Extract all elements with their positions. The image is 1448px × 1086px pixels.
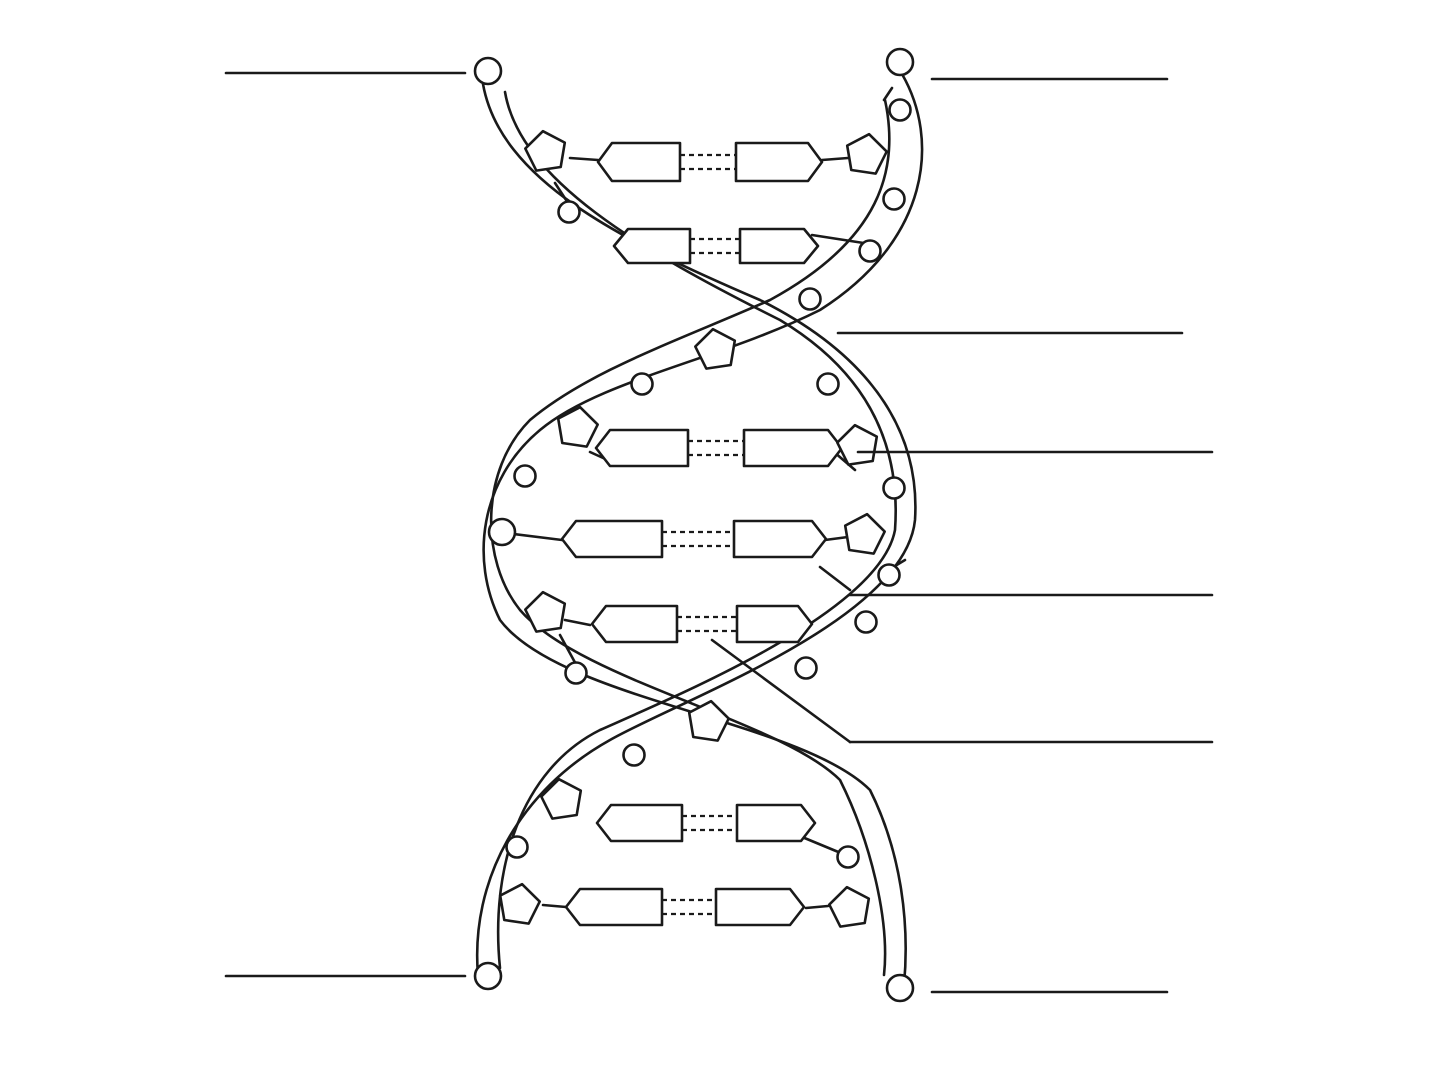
phosphate-circle-2	[882, 187, 906, 211]
sugar-pentagon-10	[498, 882, 542, 925]
phosphate-circle-8	[882, 476, 906, 500]
phosphate-circle-3	[858, 239, 882, 263]
phosphate-circle-6	[816, 372, 840, 396]
phosphate-circle-1	[888, 98, 912, 122]
sugar-pentagon-6	[843, 512, 887, 555]
sugar-pentagon-2	[845, 132, 889, 175]
phosphate-end-3	[473, 961, 503, 991]
phosphate-circle-4	[798, 287, 822, 311]
phosphate-circle-14	[836, 845, 860, 869]
sugar-pentagon-5	[835, 423, 879, 466]
base-right-7	[714, 887, 806, 927]
phosphate-end-5	[487, 517, 517, 547]
hydrogen-bonds	[662, 153, 744, 916]
base-hexagons	[560, 141, 844, 927]
phosphate-circle-9	[877, 563, 901, 587]
phosphate-circle-7	[513, 464, 537, 488]
base-left-6	[595, 803, 684, 843]
phosphate-end-1	[473, 56, 503, 86]
sugar-pentagons	[498, 129, 889, 928]
base-right-6	[735, 803, 817, 843]
label-blanks	[224, 71, 1214, 994]
strand-a-inner	[496, 90, 897, 970]
sugar-pentagon-11	[827, 885, 871, 928]
phosphate-circles	[473, 47, 915, 1003]
phosphate-circle-11	[794, 656, 818, 680]
sugar-pentagon-1	[523, 129, 567, 172]
sugar-pentagon-3	[693, 327, 737, 370]
strand-b-inner	[489, 98, 891, 977]
phosphate-circle-15	[557, 200, 581, 224]
sugar-pentagon-9	[539, 777, 583, 820]
base-left-2	[612, 227, 692, 265]
base-left-7	[564, 887, 664, 927]
phosphate-end-2	[885, 47, 915, 77]
phosphate-end-4	[885, 973, 915, 1003]
base-right-2	[738, 227, 820, 265]
phosphate-circle-5	[630, 372, 654, 396]
strand-b-outer	[482, 72, 924, 987]
base-left-3	[594, 428, 690, 468]
phosphate-circle-16	[564, 661, 588, 685]
phosphate-circle-12	[622, 743, 646, 767]
base-left-5	[590, 604, 679, 644]
base-right-1	[734, 141, 824, 183]
base-left-4	[560, 519, 664, 559]
phosphate-circle-13	[505, 835, 529, 859]
phosphate-circle-10	[854, 610, 878, 634]
base-left-1	[596, 141, 682, 183]
base-right-3	[742, 428, 844, 468]
base-right-4	[732, 519, 828, 559]
sugar-pentagon-8	[687, 699, 731, 742]
base-right-5	[735, 604, 814, 644]
sugar-pentagon-7	[523, 590, 567, 633]
sugar-pentagon-4	[556, 405, 600, 448]
